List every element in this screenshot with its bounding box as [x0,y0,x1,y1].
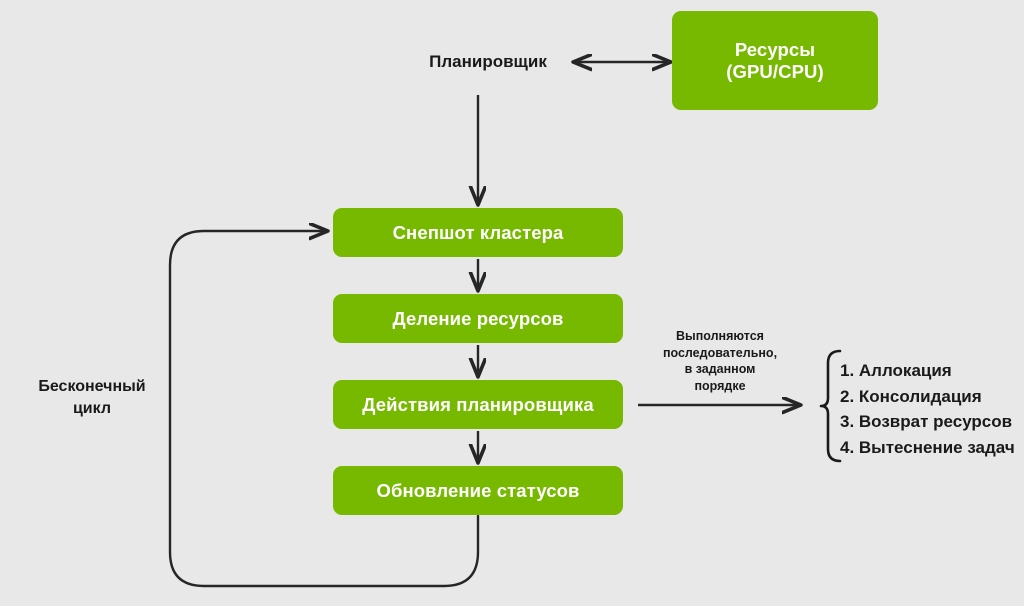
label-sequential-note: Выполняются последовательно, в заданном … [662,329,778,393]
connector-loop-back [168,231,480,588]
action-list-item: 3. Возврат ресурсов [840,412,1013,431]
node-scheduler-actions[interactable]: Действия планировщика [333,380,623,429]
node-scheduler-actions-label: Действия планировщика [362,393,594,415]
node-resource-split[interactable]: Деление ресурсов [333,294,623,343]
label-scheduler: Планировщик [429,52,547,71]
action-list-brace [819,349,842,463]
action-list: 1. Аллокация 2. Консолидация 3. Возврат … [840,358,1015,460]
label-infinite-loop: Бесконечный цикл [38,378,146,417]
node-resources-label: Ресурсы (GPU/CPU) [726,38,824,82]
node-resource-split-label: Деление ресурсов [392,307,564,329]
node-cluster-snapshot-label: Снепшот кластера [392,221,564,243]
node-resources[interactable]: Ресурсы (GPU/CPU) [672,11,878,110]
action-list-item: 4. Вытеснение задач [840,437,1015,457]
action-list-item: 2. Консолидация [840,386,982,406]
action-list-item: 1. Аллокация [840,361,952,380]
node-cluster-snapshot[interactable]: Снепшот кластера [333,208,623,257]
node-status-update-label: Обновление статусов [376,479,580,501]
node-status-update[interactable]: Обновление статусов [333,466,623,515]
